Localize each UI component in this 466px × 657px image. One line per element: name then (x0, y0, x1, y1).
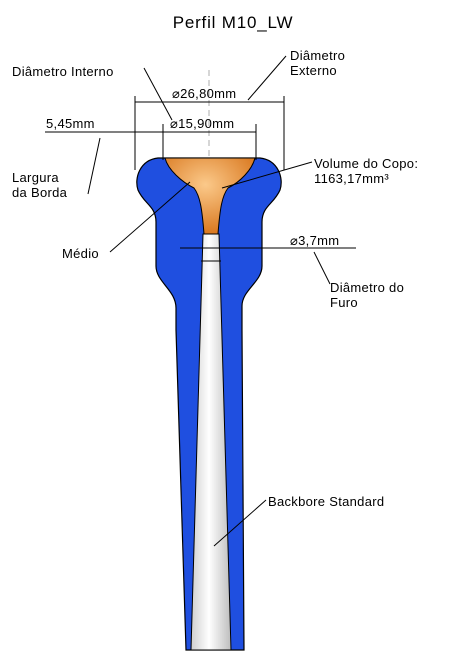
diagram-title: Perfil M10_LW (173, 13, 294, 32)
outer-diameter-value: ⌀26,80mm (172, 86, 236, 101)
backbore-bore (190, 233, 232, 651)
bore-diameter-label-line2: Furo (330, 295, 358, 310)
inner-diameter-label: Diâmetro Interno (12, 64, 114, 79)
backbore-label: Backbore Standard (268, 494, 384, 509)
bore-diameter-leader (313, 251, 331, 285)
medio-leader (109, 181, 191, 253)
outer-diameter-label-line2: Externo (290, 63, 337, 78)
outer-diameter-leader (247, 55, 287, 101)
cup-volume-leader (221, 161, 313, 189)
medio-label: Médio (62, 246, 99, 261)
inner-diameter-leader (143, 67, 173, 121)
cup-volume-label-line2: 1163,17mm³ (314, 171, 389, 186)
inner-diameter-value: ⌀15,90mm (170, 116, 234, 131)
rim-width-value: 5,45mm (46, 116, 95, 131)
bore-diameter-label-line1: Diâmetro do (330, 280, 404, 295)
backbore-leader (213, 499, 267, 547)
throat-diameter-value: ⌀3,7mm (290, 233, 339, 248)
rim-width-label-line2: da Borda (12, 185, 68, 200)
cup-volume-label-line1: Volume do Copo: (314, 156, 418, 171)
rim-width-leader (87, 137, 101, 195)
outer-diameter-label-line1: Diâmetro (290, 48, 345, 63)
rim-width-label-line1: Largura (12, 170, 59, 185)
